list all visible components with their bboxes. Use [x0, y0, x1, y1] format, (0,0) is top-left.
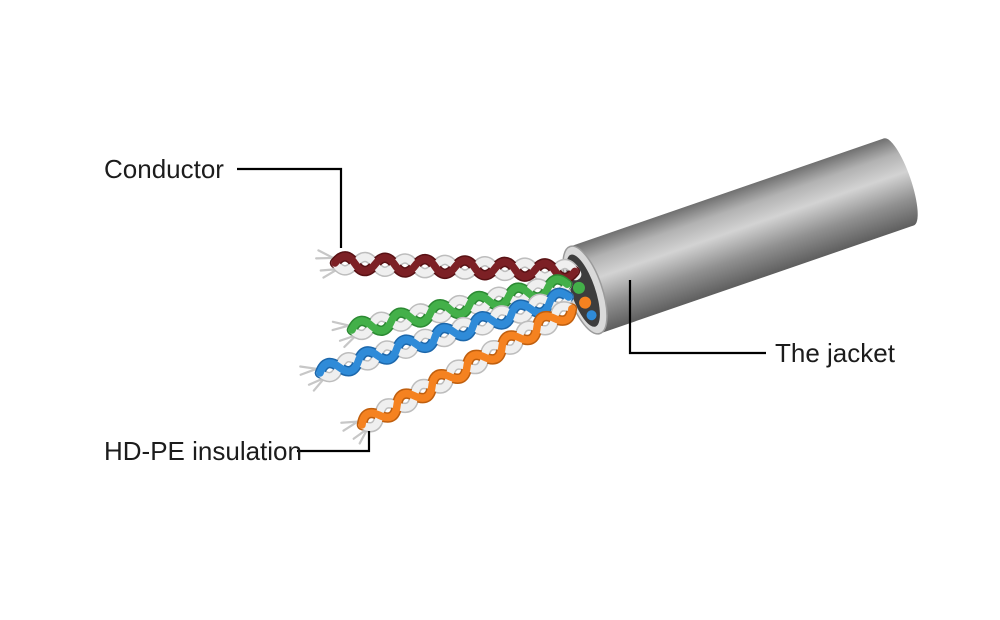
orange-wire [358, 304, 576, 429]
bare-conductor-tips-green [331, 320, 358, 349]
insulation-label: HD-PE insulation [104, 436, 302, 466]
inner-wire-cross-section-blue [586, 310, 597, 321]
annotations: Conductor HD-PE insulation The jacket [104, 154, 896, 466]
green-wire [348, 275, 571, 335]
twisted-pair-maroon [315, 249, 581, 284]
jacket-leader-line [628, 280, 766, 355]
twisted-pair-blue [299, 287, 574, 392]
bare-conductor-tips-orange [340, 420, 369, 445]
maroon-wire [331, 252, 579, 282]
conductor-leader-line [237, 167, 343, 248]
jacket-body [570, 138, 914, 334]
jacket [562, 138, 918, 335]
twisted-pair-orange [340, 301, 578, 445]
jacket-label: The jacket [775, 338, 896, 368]
conductor-label: Conductor [104, 154, 224, 184]
inner-wire-cross-section-orange [579, 296, 592, 309]
twisted-pair-green [331, 274, 573, 349]
bare-conductor-tips-blue [299, 365, 326, 392]
blue-wire [316, 289, 573, 377]
inner-wire-cross-section-green [572, 281, 585, 294]
bare-conductor-tips-maroon [315, 249, 339, 279]
insulation-leader-line [297, 431, 371, 453]
